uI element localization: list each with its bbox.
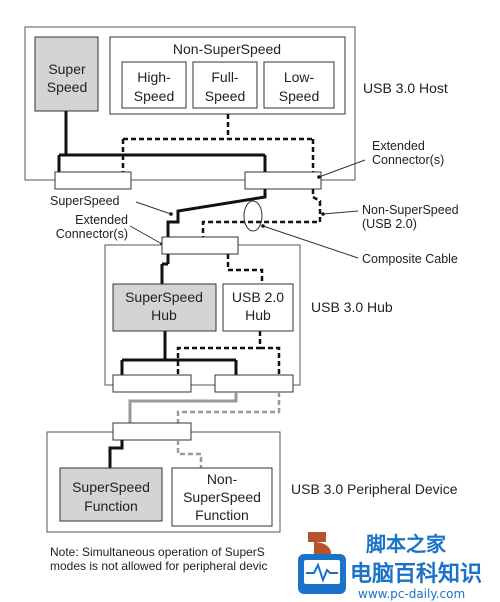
hub-to-device-usb2 bbox=[176, 392, 281, 424]
ext-connector-left-line2: Connector(s) bbox=[56, 227, 128, 241]
superspeed-callout-dot bbox=[169, 212, 173, 216]
superspeed-hub-line2: Hub bbox=[151, 307, 177, 323]
device-title: USB 3.0 Peripheral Device bbox=[291, 481, 458, 497]
full-speed-line2: Speed bbox=[205, 88, 245, 104]
host-connector-right bbox=[244, 171, 322, 190]
low-speed-box bbox=[263, 61, 335, 109]
footnote-line1: Note: Simultaneous operation of SuperS bbox=[50, 545, 265, 559]
host-superspeed-box bbox=[34, 36, 99, 112]
watermark-logo: 脚本之家 电脑百科知识 www.pc-daily.com bbox=[298, 532, 482, 601]
watermark-monitor-screen bbox=[304, 560, 340, 584]
host-connector-left bbox=[54, 171, 132, 190]
callout-lines bbox=[129, 159, 366, 259]
usb2-hub-line1: USB 2.0 bbox=[232, 289, 284, 305]
watermark-pulse-icon bbox=[306, 562, 338, 583]
hub-superspeed-wiring bbox=[120, 254, 238, 378]
device-usb2-wiring bbox=[176, 440, 203, 469]
superspeed-label: SuperSpeed bbox=[50, 194, 120, 208]
cable-superspeed-line bbox=[166, 189, 267, 238]
ext-connector-right-line1: Extended bbox=[372, 139, 425, 153]
host-usb2-wiring bbox=[121, 114, 315, 174]
usb2-hub-line2: Hub bbox=[245, 307, 271, 323]
non-superspeed-function-line2: SuperSpeed bbox=[183, 489, 261, 505]
non-superspeed-function-line3: Function bbox=[195, 507, 249, 523]
high-speed-box bbox=[121, 61, 187, 109]
watermark-cn-main: 电脑百科知识 bbox=[350, 561, 482, 587]
hub-usb2-wiring bbox=[176, 254, 281, 378]
superspeed-function-box bbox=[59, 467, 163, 522]
ext-connector-left-line1: Extended bbox=[75, 213, 128, 227]
watermark-red-block bbox=[308, 532, 326, 542]
watermark-url: www.pc-daily.com bbox=[358, 587, 465, 601]
usb2-callout-dot bbox=[321, 212, 325, 216]
footnote-line2: modes is not allowed for peripheral devi… bbox=[50, 559, 268, 573]
host-connector-callout-dot bbox=[317, 175, 321, 179]
hub-downstream-connector-left bbox=[112, 374, 192, 393]
composite-cable-callout-dot bbox=[261, 224, 265, 228]
host-superspeed-line2: Speed bbox=[47, 79, 87, 95]
device-superspeed-wiring bbox=[108, 440, 124, 469]
superspeed-function-line2: Function bbox=[84, 498, 138, 514]
watermark-cn-top: 脚本之家 bbox=[366, 532, 447, 556]
superspeed-hub-line1: SuperSpeed bbox=[125, 289, 203, 305]
host-title: USB 3.0 Host bbox=[363, 80, 448, 96]
superspeed-hub-box bbox=[112, 283, 217, 332]
device-connector bbox=[112, 422, 192, 441]
footnote: Note: Simultaneous operation of SuperS m… bbox=[50, 545, 290, 573]
non-superspeed-function-box bbox=[171, 467, 273, 527]
cable-usb2-line bbox=[201, 189, 322, 238]
composite-cable-label: Composite Cable bbox=[362, 252, 458, 266]
superspeed-function-line1: SuperSpeed bbox=[72, 479, 150, 495]
non-superspeed-usb2-line2: (USB 2.0) bbox=[362, 217, 417, 231]
high-speed-line2: Speed bbox=[134, 88, 174, 104]
ext-connector-right-line2: Connector(s) bbox=[372, 153, 444, 167]
full-speed-line1: Full- bbox=[211, 69, 239, 85]
non-superspeed-function-line1: Non- bbox=[207, 471, 238, 487]
hub-upstream-connector bbox=[161, 236, 239, 255]
non-superspeed-usb2-line1: Non-SuperSpeed bbox=[362, 203, 459, 217]
hub-downstream-connector-right bbox=[214, 374, 294, 393]
hub-title: USB 3.0 Hub bbox=[311, 299, 393, 315]
composite-cable-ellipse bbox=[243, 200, 263, 232]
full-speed-box bbox=[192, 61, 258, 109]
hub-to-device-superspeed bbox=[128, 392, 238, 424]
low-speed-line1: Low- bbox=[284, 69, 315, 85]
usb2-hub-box bbox=[222, 283, 294, 332]
low-speed-line2: Speed bbox=[279, 88, 319, 104]
host-non-superspeed-title: Non-SuperSpeed bbox=[173, 41, 281, 57]
host-superspeed-wiring bbox=[57, 111, 267, 174]
high-speed-line1: High- bbox=[137, 69, 171, 85]
host-superspeed-line1: Super bbox=[48, 61, 86, 77]
